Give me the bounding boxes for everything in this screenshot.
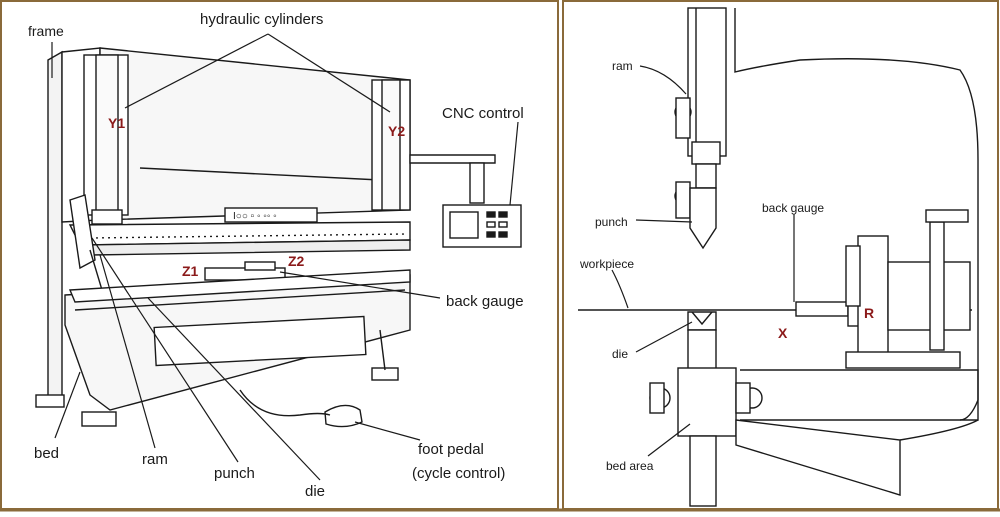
right-leader-lines (611, 65, 795, 457)
back-gauge-top (244, 261, 276, 271)
label-back-gauge: back gauge (446, 293, 524, 310)
cnc-key (486, 211, 496, 218)
gauge-carriage-front (845, 245, 861, 307)
die-vee (691, 311, 713, 326)
bed-wedge (735, 419, 901, 496)
left-leader-lines (51, 33, 519, 481)
label-punch-right: punch (595, 215, 628, 229)
cnc-post (469, 162, 485, 204)
label-cycle-control: (cycle control) (412, 465, 505, 482)
bed-post (689, 435, 717, 507)
cnc-key (498, 211, 508, 218)
cnc-key (486, 231, 496, 238)
clamp-upper (675, 97, 691, 139)
die-shank (687, 329, 717, 371)
bed-clamp (677, 367, 737, 437)
bed-slot (153, 315, 367, 367)
label-punch: punch (214, 465, 255, 482)
back-gauge-finger (795, 301, 849, 317)
label-r: R (864, 305, 874, 321)
gauge-screw-cap (925, 209, 969, 223)
punch-tool (689, 187, 717, 250)
cnc-key (486, 221, 496, 228)
bed-clamp-right (735, 382, 751, 414)
label-cnc-control: CNC control (442, 105, 524, 122)
foot-left-front (81, 411, 117, 427)
label-frame: frame (28, 23, 64, 39)
gauge-housing (887, 261, 971, 331)
label-y1: Y1 (108, 115, 125, 131)
left-cylinder-inner (95, 54, 119, 216)
label-bed: bed (34, 445, 59, 462)
cnc-key (498, 231, 508, 238)
label-ram: ram (142, 451, 168, 468)
label-die-right: die (612, 347, 628, 361)
cnc-key (498, 221, 508, 228)
die-block (687, 311, 717, 331)
clamp-lower (675, 181, 691, 219)
label-hydraulic-cylinders: hydraulic cylinders (200, 11, 323, 28)
bed-rail-line (74, 289, 406, 311)
pedal-cable (239, 389, 331, 417)
label-ram-right: ram (612, 59, 633, 73)
label-bed-area: bed area (606, 459, 654, 473)
right-cylinder-inner (381, 79, 401, 211)
upper-body-seam (139, 167, 381, 181)
gauge-screw (929, 221, 945, 351)
foot-left-rear (35, 394, 65, 408)
cnc-screen (449, 211, 479, 239)
gauge-carriage (857, 235, 889, 355)
bed-clamp-left (649, 382, 665, 414)
label-x: X (778, 325, 788, 341)
ram-plate (687, 7, 727, 157)
frame-left-side (47, 50, 63, 401)
bed-plate (740, 369, 979, 421)
press-brake-machine: I○○ ▫ ◦ ◦◦ ◦ (35, 47, 522, 428)
bed-top-rail (68, 269, 411, 303)
left-column (69, 194, 96, 270)
label-die: die (305, 483, 325, 500)
left-cylinder-foot (91, 209, 123, 225)
right-leg (379, 329, 386, 371)
label-z2: Z2 (288, 253, 305, 269)
gauge-base (845, 351, 961, 369)
control-strip-glyphs: I○○ ▫ ◦ ◦◦ ◦ (233, 211, 277, 222)
punch-holder (691, 141, 721, 165)
label-y2: Y2 (388, 123, 405, 139)
label-back-gauge-right: back gauge (762, 201, 824, 215)
upper-body (99, 47, 411, 221)
label-workpiece: workpiece (579, 257, 634, 271)
press-brake-cross-section (578, 7, 979, 507)
frame-outline (734, 8, 979, 421)
cnc-arm (409, 154, 496, 164)
label-z1: Z1 (182, 263, 199, 279)
control-strip (224, 207, 318, 223)
bed-curve (899, 419, 979, 441)
foot-pedal (324, 404, 363, 428)
ram-bolt-row (89, 233, 406, 239)
punch-shank (695, 163, 717, 189)
label-foot-pedal: foot pedal (418, 441, 484, 458)
